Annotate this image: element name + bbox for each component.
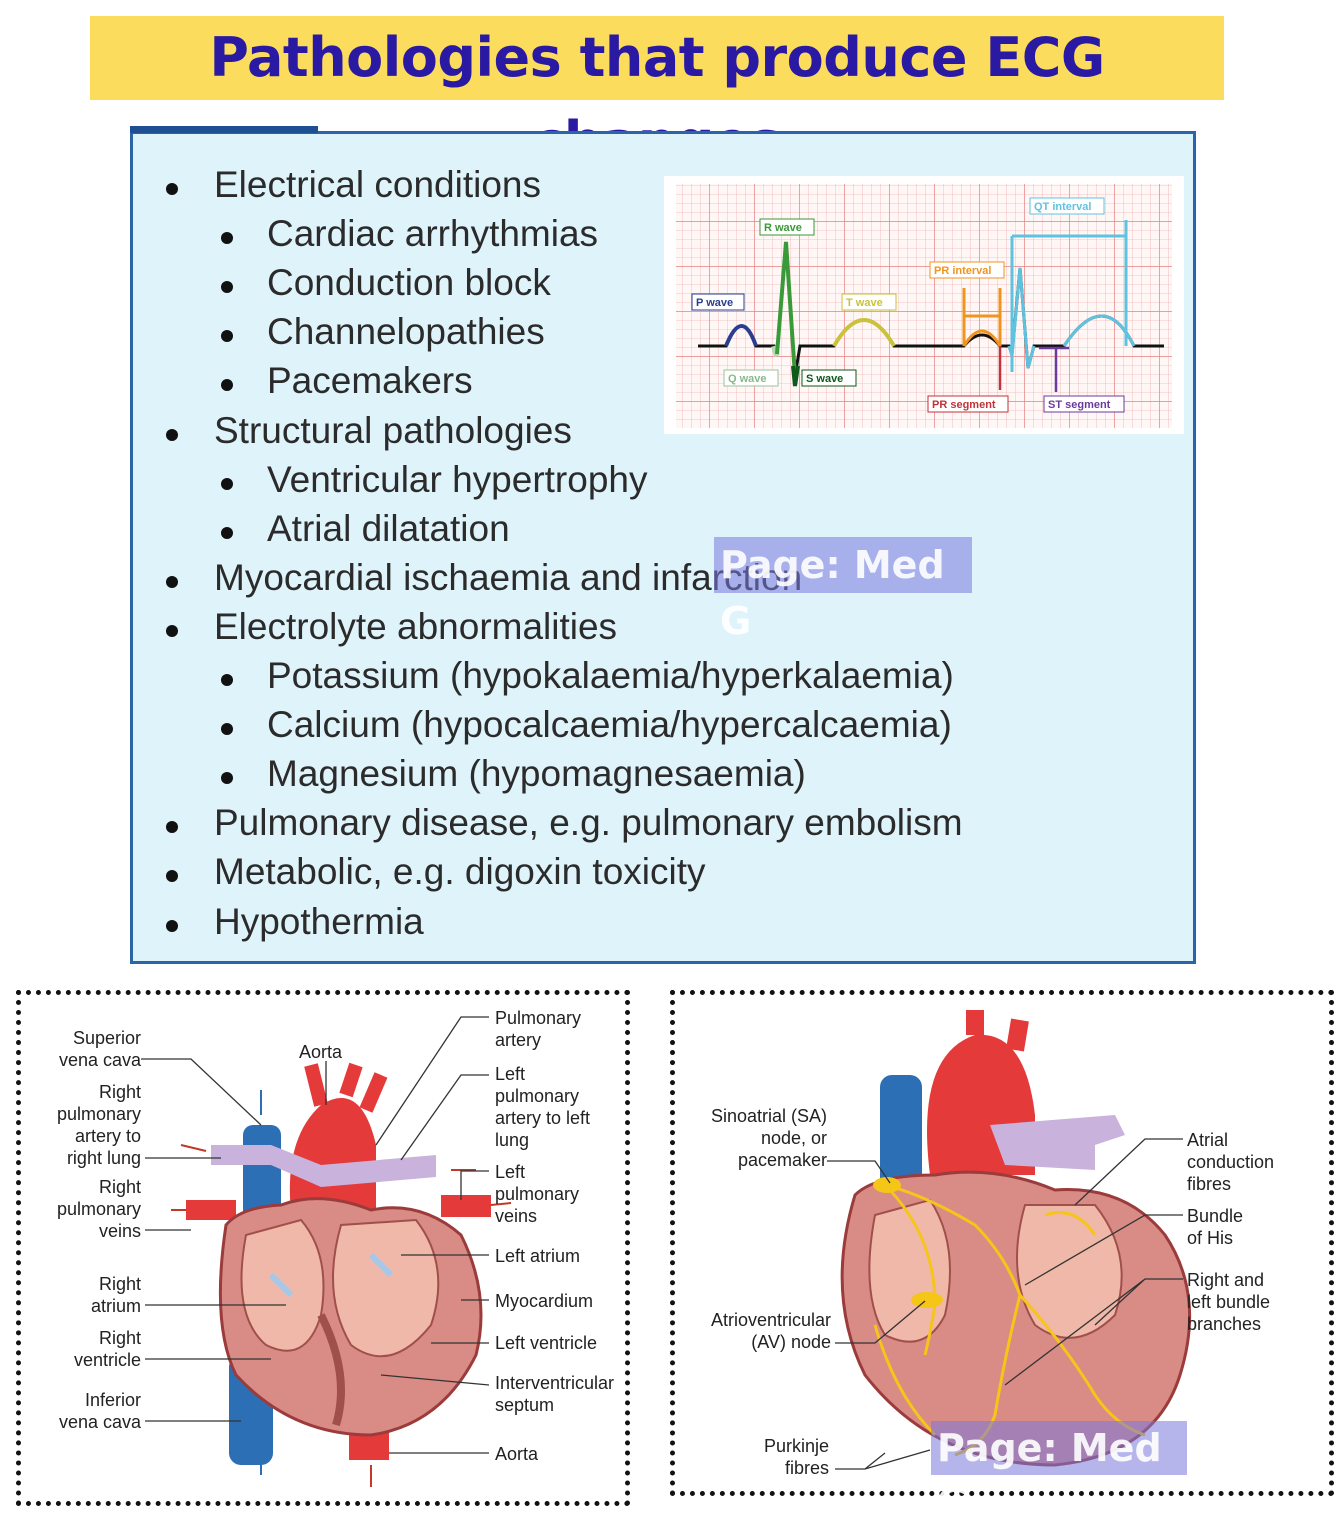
watermark-bottom: Page: Med G [931, 1421, 1187, 1524]
bullet-dot [166, 821, 178, 834]
bullet-dot [166, 575, 178, 588]
conduction-system-frame: Sinoatrial (SA) node, or pacemaker Atrio… [670, 990, 1334, 1524]
label-aorta-top: Aorta [299, 1042, 343, 1062]
sub-list-item: Magnesium (hypomagnesaemia) [221, 753, 806, 795]
page-title: Pathologies that produce ECG changes [209, 26, 1105, 173]
label-left-pulmonary-artery: Left pulmonary artery to left lung [495, 1064, 591, 1150]
list-item-text: Channelopathies [267, 311, 545, 353]
label-sa-node: Sinoatrial (SA) node, or pacemaker [710, 1106, 827, 1170]
label-left-ventricle: Left ventricle [495, 1333, 598, 1353]
sub-list-item: Pacemakers [221, 360, 473, 402]
q-wave-label: Q wave [728, 373, 767, 385]
bullet-dot [221, 281, 233, 294]
label-bundle-branches: Right and left bundle branches [1187, 1270, 1271, 1334]
label-right-atrium: Right atrium [90, 1274, 141, 1316]
sub-list-item: Channelopathies [221, 311, 545, 353]
t-wave-label: T wave [846, 297, 883, 309]
r-wave-highlight [775, 241, 797, 377]
heart-anatomy-illustration [141, 1016, 512, 1487]
label-myocardium: Myocardium [495, 1291, 594, 1311]
label-right-ventricle: Right ventricle [73, 1328, 141, 1370]
pr-interval-marker [962, 288, 1002, 347]
bullet-dot [166, 183, 178, 195]
list-item-text: Pulmonary disease, e.g. pulmonary emboli… [214, 802, 963, 844]
label-purkinje-fibres: Purkinje fibres [763, 1436, 829, 1478]
sub-list-item: Potassium (hypokalaemia/hyperkalaemia) [221, 655, 954, 697]
list-item-text: Potassium (hypokalaemia/hyperkalaemia) [267, 655, 954, 696]
label-left-pulmonary-veins: Left pulmonary veins [495, 1162, 580, 1226]
st-segment-label: ST segment [1048, 399, 1111, 411]
qt-interval-marker [1007, 220, 1136, 372]
list-item-text: Atrial dilatation [267, 507, 510, 549]
label-inferior-vena-cava: Inferior vena cava [58, 1390, 141, 1432]
list-item: Structural pathologies [166, 409, 572, 452]
label-interventricular-septum: Interventricular septum [495, 1373, 615, 1415]
sub-list-item: Cardiac arrhythmias [221, 213, 599, 255]
heart-anatomy-frame: Superior vena cava Right pulmonary arter… [16, 990, 630, 1506]
sub-list-item: Calcium (hypocalcaemia/hypercalcaemia) [221, 704, 952, 746]
bullet-dot [221, 379, 233, 392]
bullet-dot [166, 428, 178, 441]
s-wave-label: S wave [806, 373, 843, 385]
ecg-diagram: R wave P wave Q wave S wave T wave PR in… [664, 176, 1184, 434]
r-wave-label: R wave [764, 222, 802, 234]
label-left-atrium: Left atrium [495, 1246, 581, 1266]
list-item-text: Electrolyte abnormalities [214, 605, 618, 647]
label-superior-vena-cava: Superior vena cava [58, 1028, 141, 1070]
st-segment-marker [1039, 346, 1069, 392]
list-item-text: Ventricular hypertrophy [267, 458, 648, 500]
pr-segment-label: PR segment [932, 399, 996, 411]
t-wave-highlight [832, 318, 896, 348]
title-banner: Pathologies that produce ECG changes [90, 16, 1224, 173]
bullet-dot [166, 870, 178, 883]
list-item: Electrolyte abnormalities [166, 605, 618, 648]
conduction-system-illustration [827, 1010, 1192, 1470]
list-item-text: Electrical conditions [214, 164, 541, 205]
qt-interval-label: QT interval [1034, 201, 1091, 213]
list-item-text: Calcium (hypocalcaemia/hypercalcaemia) [267, 704, 952, 746]
bullet-dot [221, 723, 233, 736]
list-item-text: Metabolic, e.g. digoxin toxicity [214, 851, 706, 893]
list-item: Electrical conditions [166, 164, 541, 206]
bullet-dot [221, 772, 233, 785]
label-right-pulmonary-veins: Right pulmonary veins [56, 1177, 141, 1241]
list-item-text: Magnesium (hypomagnesaemia) [267, 753, 806, 795]
label-pulmonary-artery: Pulmonary artery [495, 1008, 582, 1050]
ecg-grid [676, 184, 1172, 428]
s-wave-highlight [791, 365, 800, 387]
list-item: Metabolic, e.g. digoxin toxicity [166, 851, 706, 893]
bullet-dot [221, 330, 233, 343]
sub-list-item: Ventricular hypertrophy [221, 458, 648, 501]
sub-list-item: Atrial dilatation [221, 507, 510, 550]
bullet-dot [221, 232, 233, 245]
bullet-dot [166, 919, 178, 932]
ecg-grid-svg: R wave P wave Q wave S wave T wave PR in… [676, 184, 1172, 428]
sub-list-item: Conduction block [221, 262, 551, 304]
label-aorta-bottom: Aorta [495, 1444, 539, 1464]
list-item: Pulmonary disease, e.g. pulmonary emboli… [166, 802, 963, 844]
list-item-text: Cardiac arrhythmias [267, 213, 599, 255]
list-item: Myocardial ischaemia and infarction [166, 556, 803, 599]
p-wave-highlight [724, 324, 758, 347]
list-item-text: Pacemakers [267, 360, 473, 402]
watermark-top: Page: Med G [714, 537, 972, 643]
p-wave-label: P wave [696, 297, 733, 309]
label-bundle-of-his: Bundle of His [1187, 1206, 1244, 1248]
bullet-dot [221, 526, 233, 539]
panel-tab-accent [130, 126, 318, 133]
list-item-text: Structural pathologies [214, 409, 572, 451]
pr-interval-label: PR interval [934, 265, 991, 277]
bullet-dot [221, 674, 233, 686]
list-item-text: Hypothermia [214, 900, 424, 942]
list-item-text: Myocardial ischaemia and infarction [214, 556, 803, 598]
bullet-dot [166, 624, 178, 637]
label-atrial-conduction-fibres: Atrial conduction fibres [1187, 1130, 1275, 1194]
bullet-dot [221, 477, 233, 490]
label-av-node: Atrioventricular (AV) node [710, 1310, 831, 1352]
label-right-pulmonary-artery: Right pulmonary artery to right lung [56, 1082, 141, 1168]
list-item: Hypothermia [166, 900, 424, 943]
list-item-text: Conduction block [267, 262, 551, 304]
